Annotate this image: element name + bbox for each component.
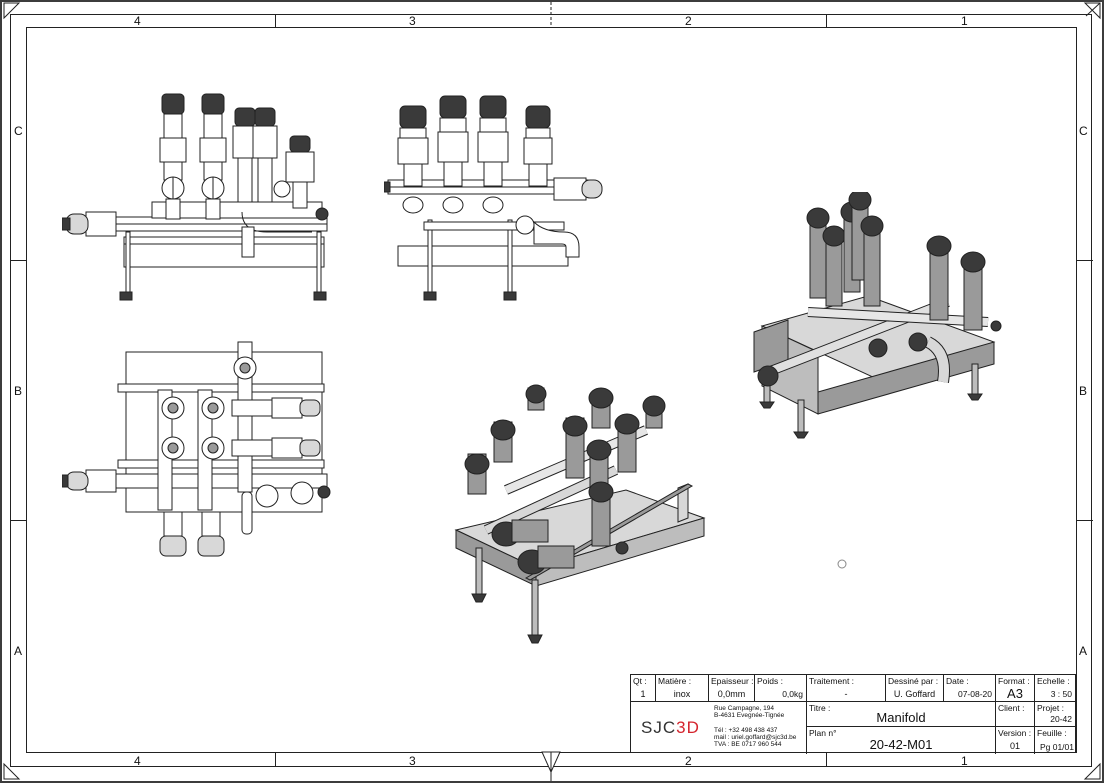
zone-col-bottom-1: 1	[961, 754, 968, 768]
material-value: inox	[673, 689, 691, 699]
drawn-by-value: U. Goffard	[893, 689, 936, 699]
scale-cell: Echelle : 3 : 50	[1035, 675, 1075, 702]
plan-value: 20-42-M01	[869, 737, 933, 752]
thickness-label: Epaisseur :	[711, 676, 754, 686]
weight-label: Poids :	[757, 676, 783, 686]
zone-tick	[1077, 520, 1093, 521]
title-cell: Titre : Manifold	[807, 702, 996, 727]
zone-row-right-c: C	[1079, 124, 1088, 138]
zone-row-right-a: A	[1079, 644, 1088, 658]
version-value: 01	[1009, 741, 1020, 751]
weight-value: 0,0kg	[782, 689, 803, 699]
title-value: Manifold	[876, 710, 926, 725]
zone-col-top-3: 3	[409, 14, 416, 28]
isometric-view-front	[454, 384, 706, 644]
date-value: 07-08-20	[957, 689, 992, 699]
thickness-cell: Epaisseur : 0,0mm	[709, 675, 755, 702]
treatment-value: -	[844, 689, 848, 699]
zone-tick	[275, 753, 276, 766]
zone-col-top-4: 4	[134, 14, 141, 28]
title-label: Titre :	[809, 703, 831, 713]
project-value: 20-42	[1050, 714, 1072, 724]
qty-label: Qt :	[633, 676, 647, 686]
company-vat: TVA : BE 0717 960 544	[714, 741, 782, 748]
logo-text: SJC	[641, 718, 677, 737]
zone-col-top-2: 2	[685, 14, 692, 28]
drawn-by-label: Dessiné par :	[888, 676, 939, 686]
plan-label: Plan n°	[809, 728, 837, 738]
qty-value: 1	[640, 689, 646, 699]
zone-col-bottom-3: 3	[409, 754, 416, 768]
zone-row-left-c: C	[14, 124, 23, 138]
zone-tick	[826, 14, 827, 27]
cursor-marker	[837, 559, 847, 569]
zone-tick	[10, 260, 26, 261]
top-view	[62, 341, 331, 557]
company-mail: mail : uriel.goffard@sjc3d.be	[714, 734, 797, 741]
zone-row-left-b: B	[14, 384, 23, 398]
sheet-value: Pg 01/01	[1039, 742, 1074, 752]
zone-col-top-1: 1	[961, 14, 968, 28]
treatment-cell: Traitement : -	[807, 675, 886, 702]
zone-tick	[826, 753, 827, 766]
material-cell: Matière : inox	[656, 675, 709, 702]
client-cell: Client :	[996, 702, 1035, 727]
zone-row-left-a: A	[14, 644, 23, 658]
isometric-view-rear	[753, 192, 1002, 439]
zone-row-right-b: B	[1079, 384, 1088, 398]
weight-cell: Poids : 0,0kg	[755, 675, 807, 702]
sheet-cell: Feuille : Pg 01/01	[1035, 727, 1075, 754]
plan-cell: Plan n° 20-42-M01	[807, 727, 996, 754]
company-logo: SJC3D	[641, 718, 700, 738]
sheet-label: Feuille :	[1037, 728, 1067, 738]
material-label: Matière :	[658, 676, 692, 686]
drawn-by-cell: Dessiné par : U. Goffard	[886, 675, 944, 702]
title-block: Qt : 1 Matière : inox Epaisseur : 0,0mm …	[630, 674, 1076, 754]
project-cell: Projet : 20-42	[1035, 702, 1075, 727]
thickness-value: 0,0mm	[717, 689, 746, 699]
front-view	[62, 93, 329, 301]
version-label: Version :	[998, 728, 1032, 738]
project-label: Projet :	[1037, 703, 1064, 713]
date-cell: Date : 07-08-20	[944, 675, 996, 702]
zone-col-bottom-2: 2	[685, 754, 692, 768]
side-view	[384, 95, 603, 301]
qty-cell: Qt : 1	[631, 675, 656, 702]
logo-accent-text: 3D	[676, 718, 700, 737]
zone-tick	[275, 14, 276, 27]
scale-value: 3 : 50	[1050, 689, 1072, 699]
zone-col-bottom-4: 4	[134, 754, 141, 768]
zone-tick	[1077, 260, 1093, 261]
company-phone: Tél : +32 498 438 437	[714, 727, 778, 734]
format-value: A3	[1007, 686, 1023, 701]
date-label: Date :	[946, 676, 969, 686]
company-cell: SJC3D Rue Campagne, 194 B-4631 Evegnée-T…	[631, 702, 807, 754]
zone-tick	[10, 520, 26, 521]
format-label: Format :	[998, 676, 1030, 686]
company-address-2: B-4631 Evegnée-Tignée	[714, 712, 785, 719]
format-cell: Format : A3	[996, 675, 1035, 702]
scale-label: Echelle :	[1037, 676, 1070, 686]
client-label: Client :	[998, 703, 1025, 713]
company-address-1: Rue Campagne, 194	[714, 705, 774, 712]
treatment-label: Traitement :	[809, 676, 855, 686]
version-cell: Version : 01	[996, 727, 1035, 754]
